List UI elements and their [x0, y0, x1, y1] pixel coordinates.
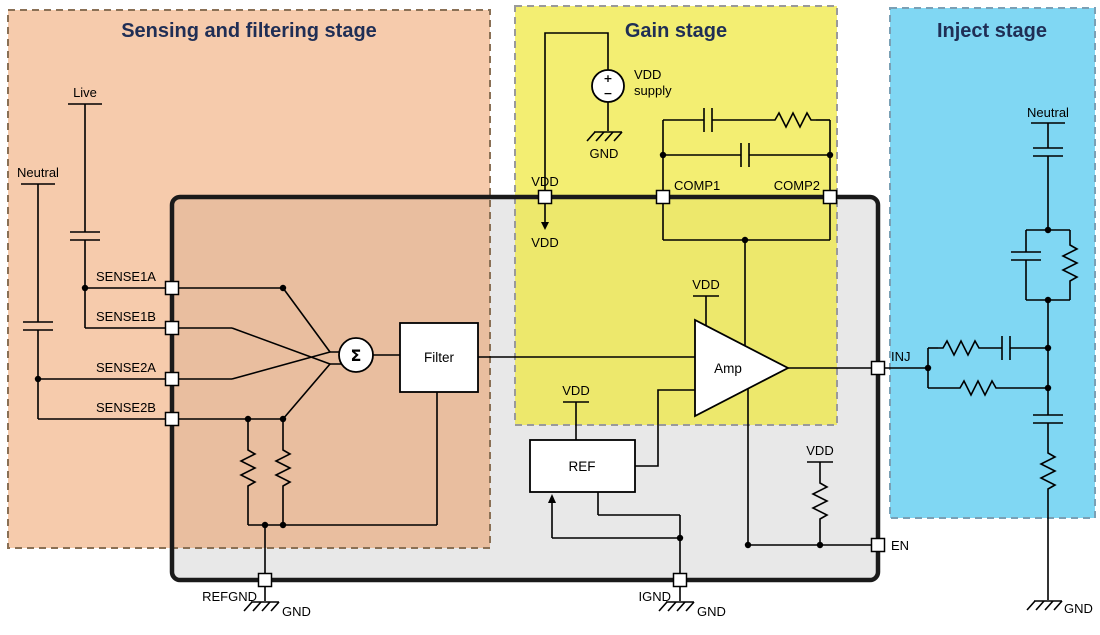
inject-stage-region	[890, 8, 1095, 518]
label-refgnd: REFGND	[202, 589, 257, 604]
pin-refgnd	[257, 572, 273, 588]
pin-sense2b	[164, 411, 180, 427]
label-summer: Σ	[351, 346, 362, 365]
amp-wiring	[693, 295, 928, 545]
bottom-ground-wiring	[243, 601, 695, 612]
label-sense2a: SENSE2A	[96, 360, 156, 375]
label-vdd-supply-2: supply	[634, 83, 672, 98]
sense-wiring	[38, 287, 695, 601]
pin-sense1a	[164, 280, 180, 296]
pin-comp2	[822, 189, 838, 205]
label-en: EN	[891, 538, 909, 553]
label-vdd-ref: VDD	[562, 383, 589, 398]
label-vdd-en: VDD	[806, 443, 833, 458]
label-vdd-internal: VDD	[531, 235, 558, 250]
summing-node	[338, 337, 374, 373]
gain-stage-border	[514, 5, 838, 426]
label-comp2: COMP2	[774, 178, 820, 193]
pin-en	[870, 537, 886, 553]
source-plus-sign: +	[603, 72, 612, 85]
label-neutral-right: Neutral	[1027, 105, 1069, 120]
amp-triangle	[694, 318, 790, 418]
label-live: Live	[73, 85, 97, 100]
junction-dots	[34, 151, 1052, 549]
sensing-stage-border	[7, 9, 491, 549]
label-inj: INJ	[891, 349, 911, 364]
label-sense1b: SENSE1B	[96, 309, 156, 324]
label-neutral-left: Neutral	[17, 165, 59, 180]
gain-stage-region	[515, 6, 837, 425]
label-vdd-supply-1: VDD	[634, 67, 661, 82]
pin-comp1	[655, 189, 671, 205]
label-ref: REF	[569, 459, 596, 474]
ref-block	[529, 439, 636, 493]
label-gnd-ignd: GND	[697, 604, 726, 619]
ref-feedback-arrow	[548, 494, 556, 503]
ic-outline	[169, 194, 881, 583]
live-neutral-input-wiring	[21, 103, 102, 419]
label-sense1a: SENSE1A	[96, 269, 156, 284]
label-vdd-pin: VDD	[531, 174, 558, 189]
label-comp1: COMP1	[674, 178, 720, 193]
inject-stage-title: Inject stage	[937, 20, 1047, 42]
label-gnd-inject: GND	[1064, 601, 1093, 616]
source-minus-sign: −	[603, 87, 612, 100]
label-vdd-amp: VDD	[692, 277, 719, 292]
inject-ground-symbol	[1026, 600, 1063, 611]
sensing-stage-title: Sensing and filtering stage	[121, 20, 377, 42]
vdd-internal-arrow	[541, 222, 549, 230]
pin-vdd	[537, 189, 553, 205]
pin-sense2a	[164, 371, 180, 387]
pin-sense1b	[164, 320, 180, 336]
enable-wiring	[748, 461, 878, 546]
inject-network	[927, 122, 1078, 611]
label-gnd-supply: GND	[590, 146, 619, 161]
gain-stage-title: Gain stage	[625, 20, 727, 42]
ref-wiring	[548, 389, 695, 601]
label-ignd: IGND	[639, 589, 672, 604]
inject-stage-border	[889, 7, 1096, 519]
pin-ignd	[672, 572, 688, 588]
vdd-source-circle	[591, 69, 625, 103]
label-amp: Amp	[714, 361, 742, 376]
filter-block	[399, 322, 479, 393]
sensing-stage-region	[8, 10, 490, 548]
label-filter: Filter	[424, 350, 455, 365]
vdd-supply-wiring	[541, 32, 623, 230]
pin-inj	[870, 360, 886, 376]
label-gnd-refgnd: GND	[282, 604, 311, 619]
label-sense2b: SENSE2B	[96, 400, 156, 415]
